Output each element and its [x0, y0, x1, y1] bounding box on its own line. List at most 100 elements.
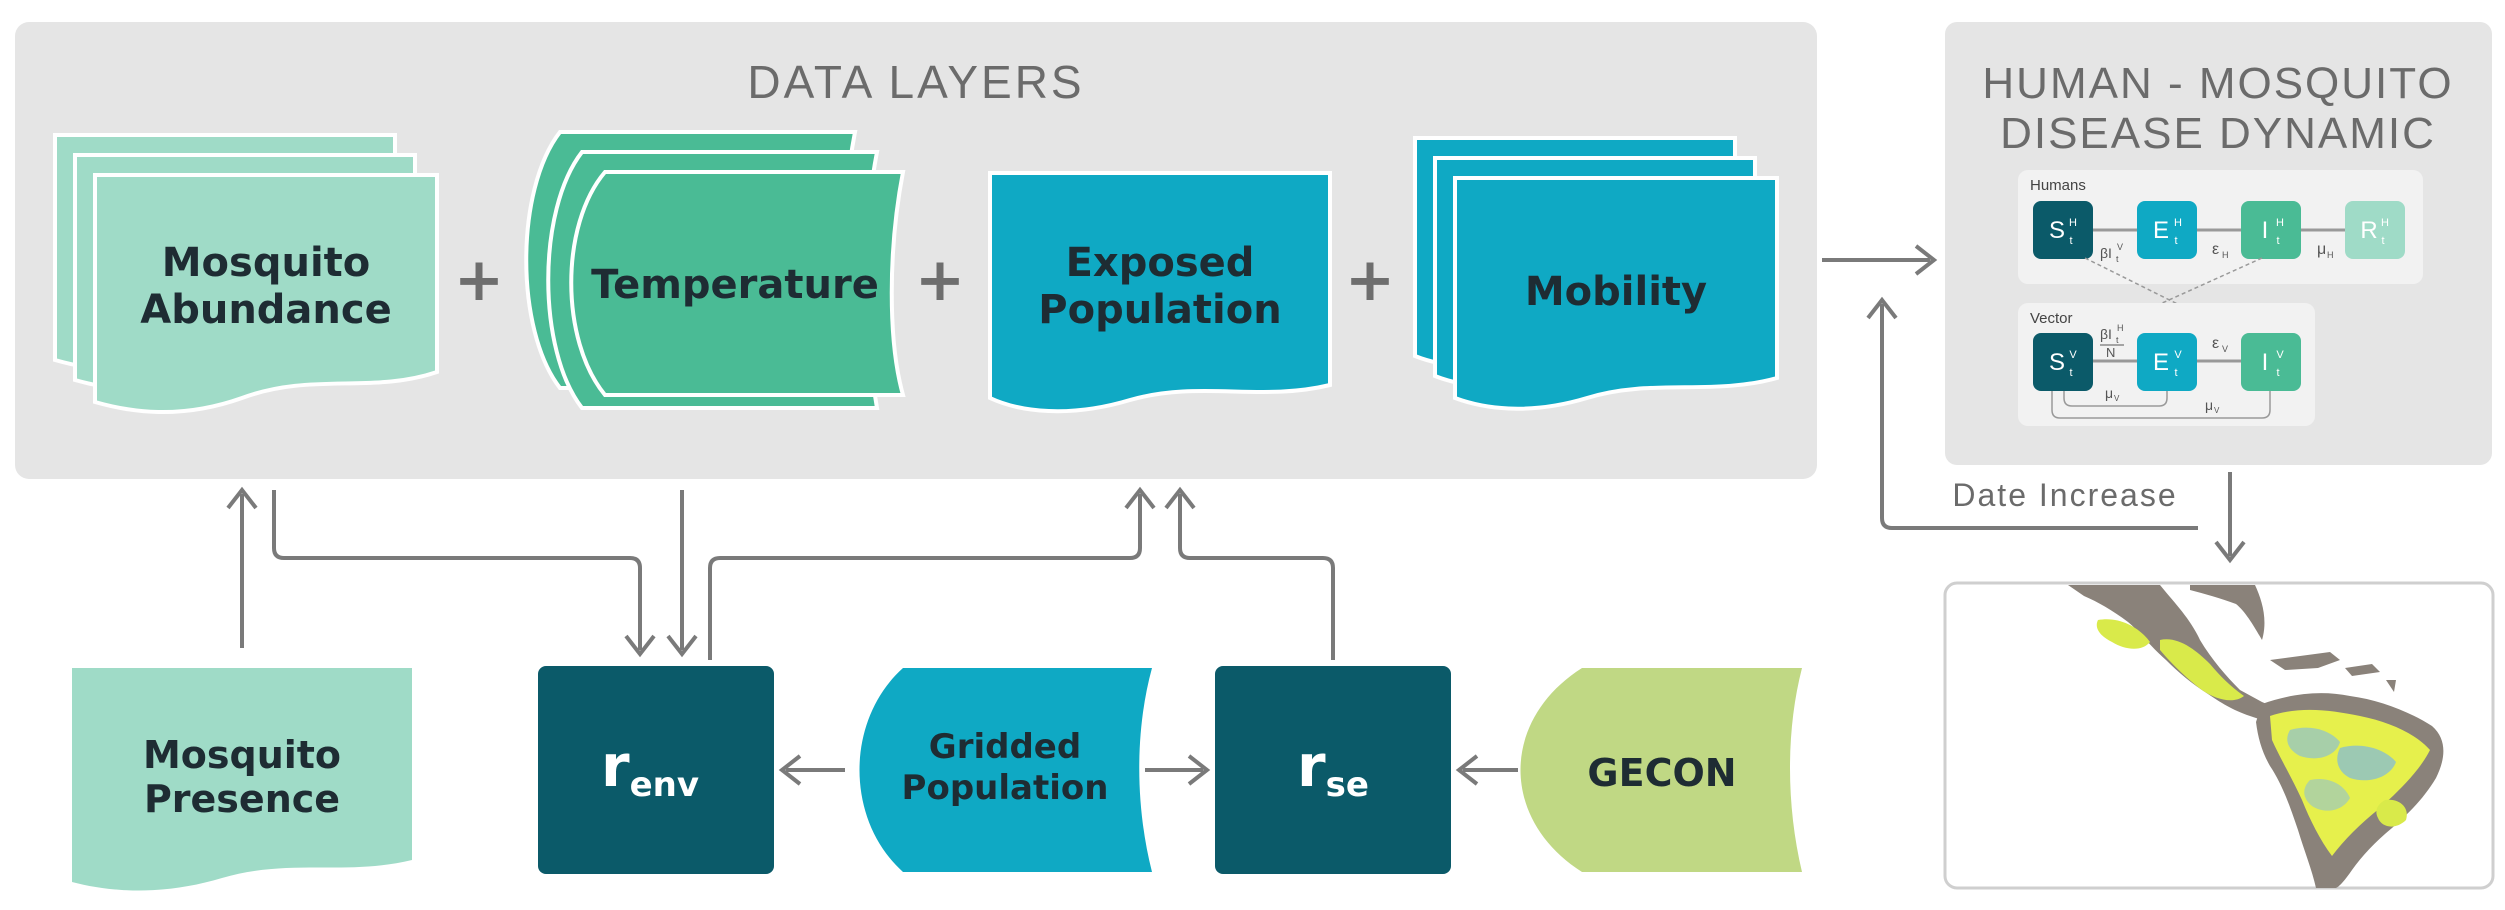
arrowhead-temperature-renv: [666, 634, 698, 658]
svg-text:H: H: [2276, 217, 2284, 229]
gridded-population-line2: Population: [902, 768, 1109, 808]
r-env-main: r: [601, 732, 630, 800]
human-node-s: S H t: [2033, 201, 2093, 259]
vector-node-e: E V t: [2137, 333, 2197, 391]
svg-text:I: I: [2262, 217, 2269, 244]
date-increase-label: Date Increase: [1952, 477, 2177, 513]
svg-text:μ: μ: [2105, 385, 2113, 401]
svg-text:t: t: [2069, 235, 2072, 247]
svg-text:V: V: [2117, 242, 2123, 252]
svg-text:I: I: [2262, 349, 2269, 376]
vector-label: Vector: [2030, 310, 2073, 327]
mobility-layer: Mobility: [1413, 136, 1779, 411]
svg-text:t: t: [2116, 335, 2119, 345]
svg-text:t: t: [2069, 367, 2072, 379]
exposed-population-layer: Exposed Population: [988, 171, 1332, 414]
temperature-label: Temperature: [591, 262, 879, 308]
arrow-abundance-to-renv: [272, 490, 642, 650]
arrow-rse-to-exposed: [1178, 494, 1335, 660]
svg-text:t: t: [2381, 235, 2384, 247]
svg-text:H: H: [2381, 217, 2389, 229]
humans-edge-labels: βI V t ε H μ H: [2100, 241, 2334, 264]
svg-text:H: H: [2069, 217, 2077, 229]
map-risk-overlay: [2096, 619, 2430, 856]
mosquito-abundance-line1: Mosquito: [162, 240, 371, 286]
r-env-label: renv: [601, 732, 699, 805]
svg-text:R: R: [2360, 217, 2377, 244]
svg-text:V: V: [2276, 349, 2284, 361]
svg-text:H: H: [2222, 250, 2229, 260]
svg-text:V: V: [2222, 344, 2228, 354]
arrow-renv-to-exposed: [708, 494, 1142, 660]
svg-text:βI: βI: [2100, 245, 2112, 261]
gridded-population-line1: Gridded: [929, 727, 1081, 767]
arrow-date-increase-loop: [1880, 304, 2198, 530]
mosquito-abundance-line2: Abundance: [140, 287, 391, 333]
svg-text:ε: ε: [2212, 241, 2219, 258]
svg-text:t: t: [2276, 235, 2279, 247]
exposed-population-line1: Exposed: [1066, 240, 1255, 286]
map-florida: [2190, 585, 2265, 640]
humans-label: Humans: [2030, 177, 2086, 194]
svg-text:H: H: [2117, 323, 2124, 333]
map-caribbean: [2270, 652, 2396, 692]
mosquito-abundance-layer: Mosquito Abundance: [53, 133, 439, 415]
human-node-i: I H t: [2241, 201, 2301, 259]
plus-sign-1: +: [454, 245, 504, 315]
svg-text:μ: μ: [2205, 397, 2213, 413]
arrowhead-date-loop: [1866, 296, 1898, 320]
mosquito-presence-line2: Presence: [144, 777, 340, 821]
vector-edge-labels: βI H t N ε V μ V μ V: [2100, 323, 2228, 415]
svg-text:V: V: [2114, 394, 2120, 403]
mobility-label: Mobility: [1525, 269, 1707, 315]
arrowhead-rse-exposed: [1164, 486, 1196, 510]
vector-return-lines: [2051, 390, 2271, 419]
svg-text:t: t: [2276, 367, 2279, 379]
gecon-node: GECON: [1520, 668, 1802, 872]
plus-sign-3: +: [1345, 245, 1395, 315]
arrowhead-gridded-renv: [778, 754, 802, 786]
svg-text:t: t: [2116, 254, 2119, 264]
arrowhead-renv-exposed: [1124, 486, 1156, 510]
mosquito-presence-node: Mosquito Presence: [72, 668, 412, 891]
arrowhead-presence: [226, 486, 258, 510]
dynamics-title-line2: DISEASE DYNAMIC: [2000, 109, 2436, 158]
svg-text:V: V: [2174, 349, 2182, 361]
arrowhead-gridded-rse: [1187, 754, 1211, 786]
svg-text:V: V: [2214, 406, 2220, 415]
arrowhead-layers-dynamics: [1914, 244, 1938, 276]
arrowhead-dynamics-map: [2214, 540, 2246, 564]
vector-node-i: I V t: [2241, 333, 2301, 391]
humans-subpanel: [2018, 170, 2423, 284]
r-se-sub: se: [1326, 765, 1369, 805]
human-node-e: E H t: [2137, 201, 2197, 259]
svg-text:E: E: [2153, 217, 2169, 244]
svg-text:S: S: [2049, 217, 2065, 244]
r-env-node: renv: [538, 666, 774, 874]
vector-node-s: S V t: [2033, 333, 2093, 391]
arrowhead-gecon-rse: [1455, 754, 1479, 786]
svg-text:t: t: [2174, 367, 2177, 379]
data-layers-title: DATA LAYERS: [747, 56, 1084, 108]
svg-text:ε: ε: [2212, 335, 2219, 352]
temperature-layer: Temperature: [524, 130, 906, 410]
svg-text:μ: μ: [2317, 241, 2326, 258]
dynamics-title-line1: HUMAN - MOSQUITO: [1982, 59, 2453, 108]
plus-sign-2: +: [915, 245, 965, 315]
svg-text:βI: βI: [2100, 326, 2112, 342]
svg-text:N: N: [2106, 345, 2115, 360]
svg-text:E: E: [2153, 349, 2169, 376]
svg-text:V: V: [2069, 349, 2077, 361]
gecon-label: GECON: [1587, 751, 1736, 795]
r-se-main: r: [1297, 732, 1326, 800]
svg-text:H: H: [2174, 217, 2182, 229]
gridded-population-node: Gridded Population: [859, 668, 1152, 872]
human-node-r: R H t: [2345, 201, 2405, 259]
connectors: [226, 244, 2246, 786]
r-env-sub: env: [630, 765, 699, 805]
risk-map: [1943, 581, 2495, 890]
svg-text:S: S: [2049, 349, 2065, 376]
r-se-label: rse: [1297, 732, 1369, 805]
exposed-population-line2: Population: [1038, 287, 1281, 333]
